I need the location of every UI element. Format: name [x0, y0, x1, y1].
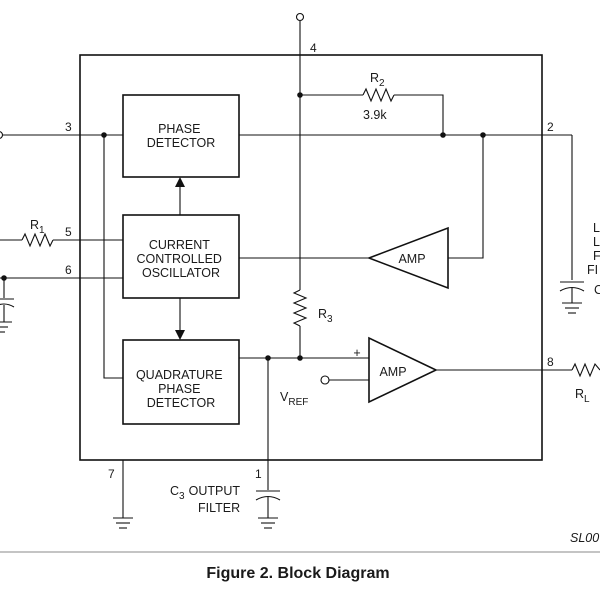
right-cap-label: C — [594, 283, 600, 297]
amp-upper-label: AMP — [398, 252, 425, 266]
amp-lower — [368, 336, 438, 404]
c3-filter-label: FILTER — [198, 501, 240, 515]
chip-outline — [79, 54, 543, 461]
pin-1-label: 1 — [255, 467, 262, 481]
quadrature-detector-block — [122, 339, 240, 425]
quadrature-detector-label: QUADRATURE PHASE DETECTOR — [136, 368, 226, 410]
r1-label: R1 — [30, 218, 45, 236]
amp-upper — [366, 226, 449, 290]
r2-label: R2 — [370, 71, 385, 89]
pin-7-label: 7 — [108, 467, 115, 481]
amp-lower-label: AMP — [379, 365, 406, 379]
amp-minus-sign: − — [353, 373, 360, 387]
r3-resistor — [292, 289, 308, 327]
amp-plus-sign: + — [353, 346, 360, 360]
pin-2-label: 2 — [547, 120, 554, 134]
pin-4-label: 4 — [310, 41, 317, 55]
pin-6-label: 6 — [65, 263, 72, 277]
r3-label: R3 — [318, 307, 333, 325]
cco-label: CURRENT CONTROLLED OSCILLATOR — [137, 238, 226, 280]
rl-resistor — [571, 362, 600, 378]
figure-caption: Figure 2. Block Diagram — [206, 565, 389, 582]
phase-detector-label: PHASE DETECTOR — [147, 122, 216, 150]
vref-terminal — [320, 375, 330, 385]
rl-label: RL — [575, 387, 590, 405]
r2-resistor — [362, 87, 395, 103]
drawing-id: SL00 — [570, 531, 599, 545]
cco-block — [122, 214, 240, 299]
pin-8-label: 8 — [547, 355, 554, 369]
vref-label: VREF — [280, 390, 308, 408]
r2-value: 3.9k — [363, 108, 387, 122]
pin-5-label: 5 — [65, 225, 72, 239]
pin4-terminal — [295, 12, 305, 22]
r1-resistor — [21, 232, 54, 248]
phase-detector-block — [122, 94, 240, 178]
pin-3-label: 3 — [65, 120, 72, 134]
right-edge-label: L L F FI — [587, 221, 600, 277]
